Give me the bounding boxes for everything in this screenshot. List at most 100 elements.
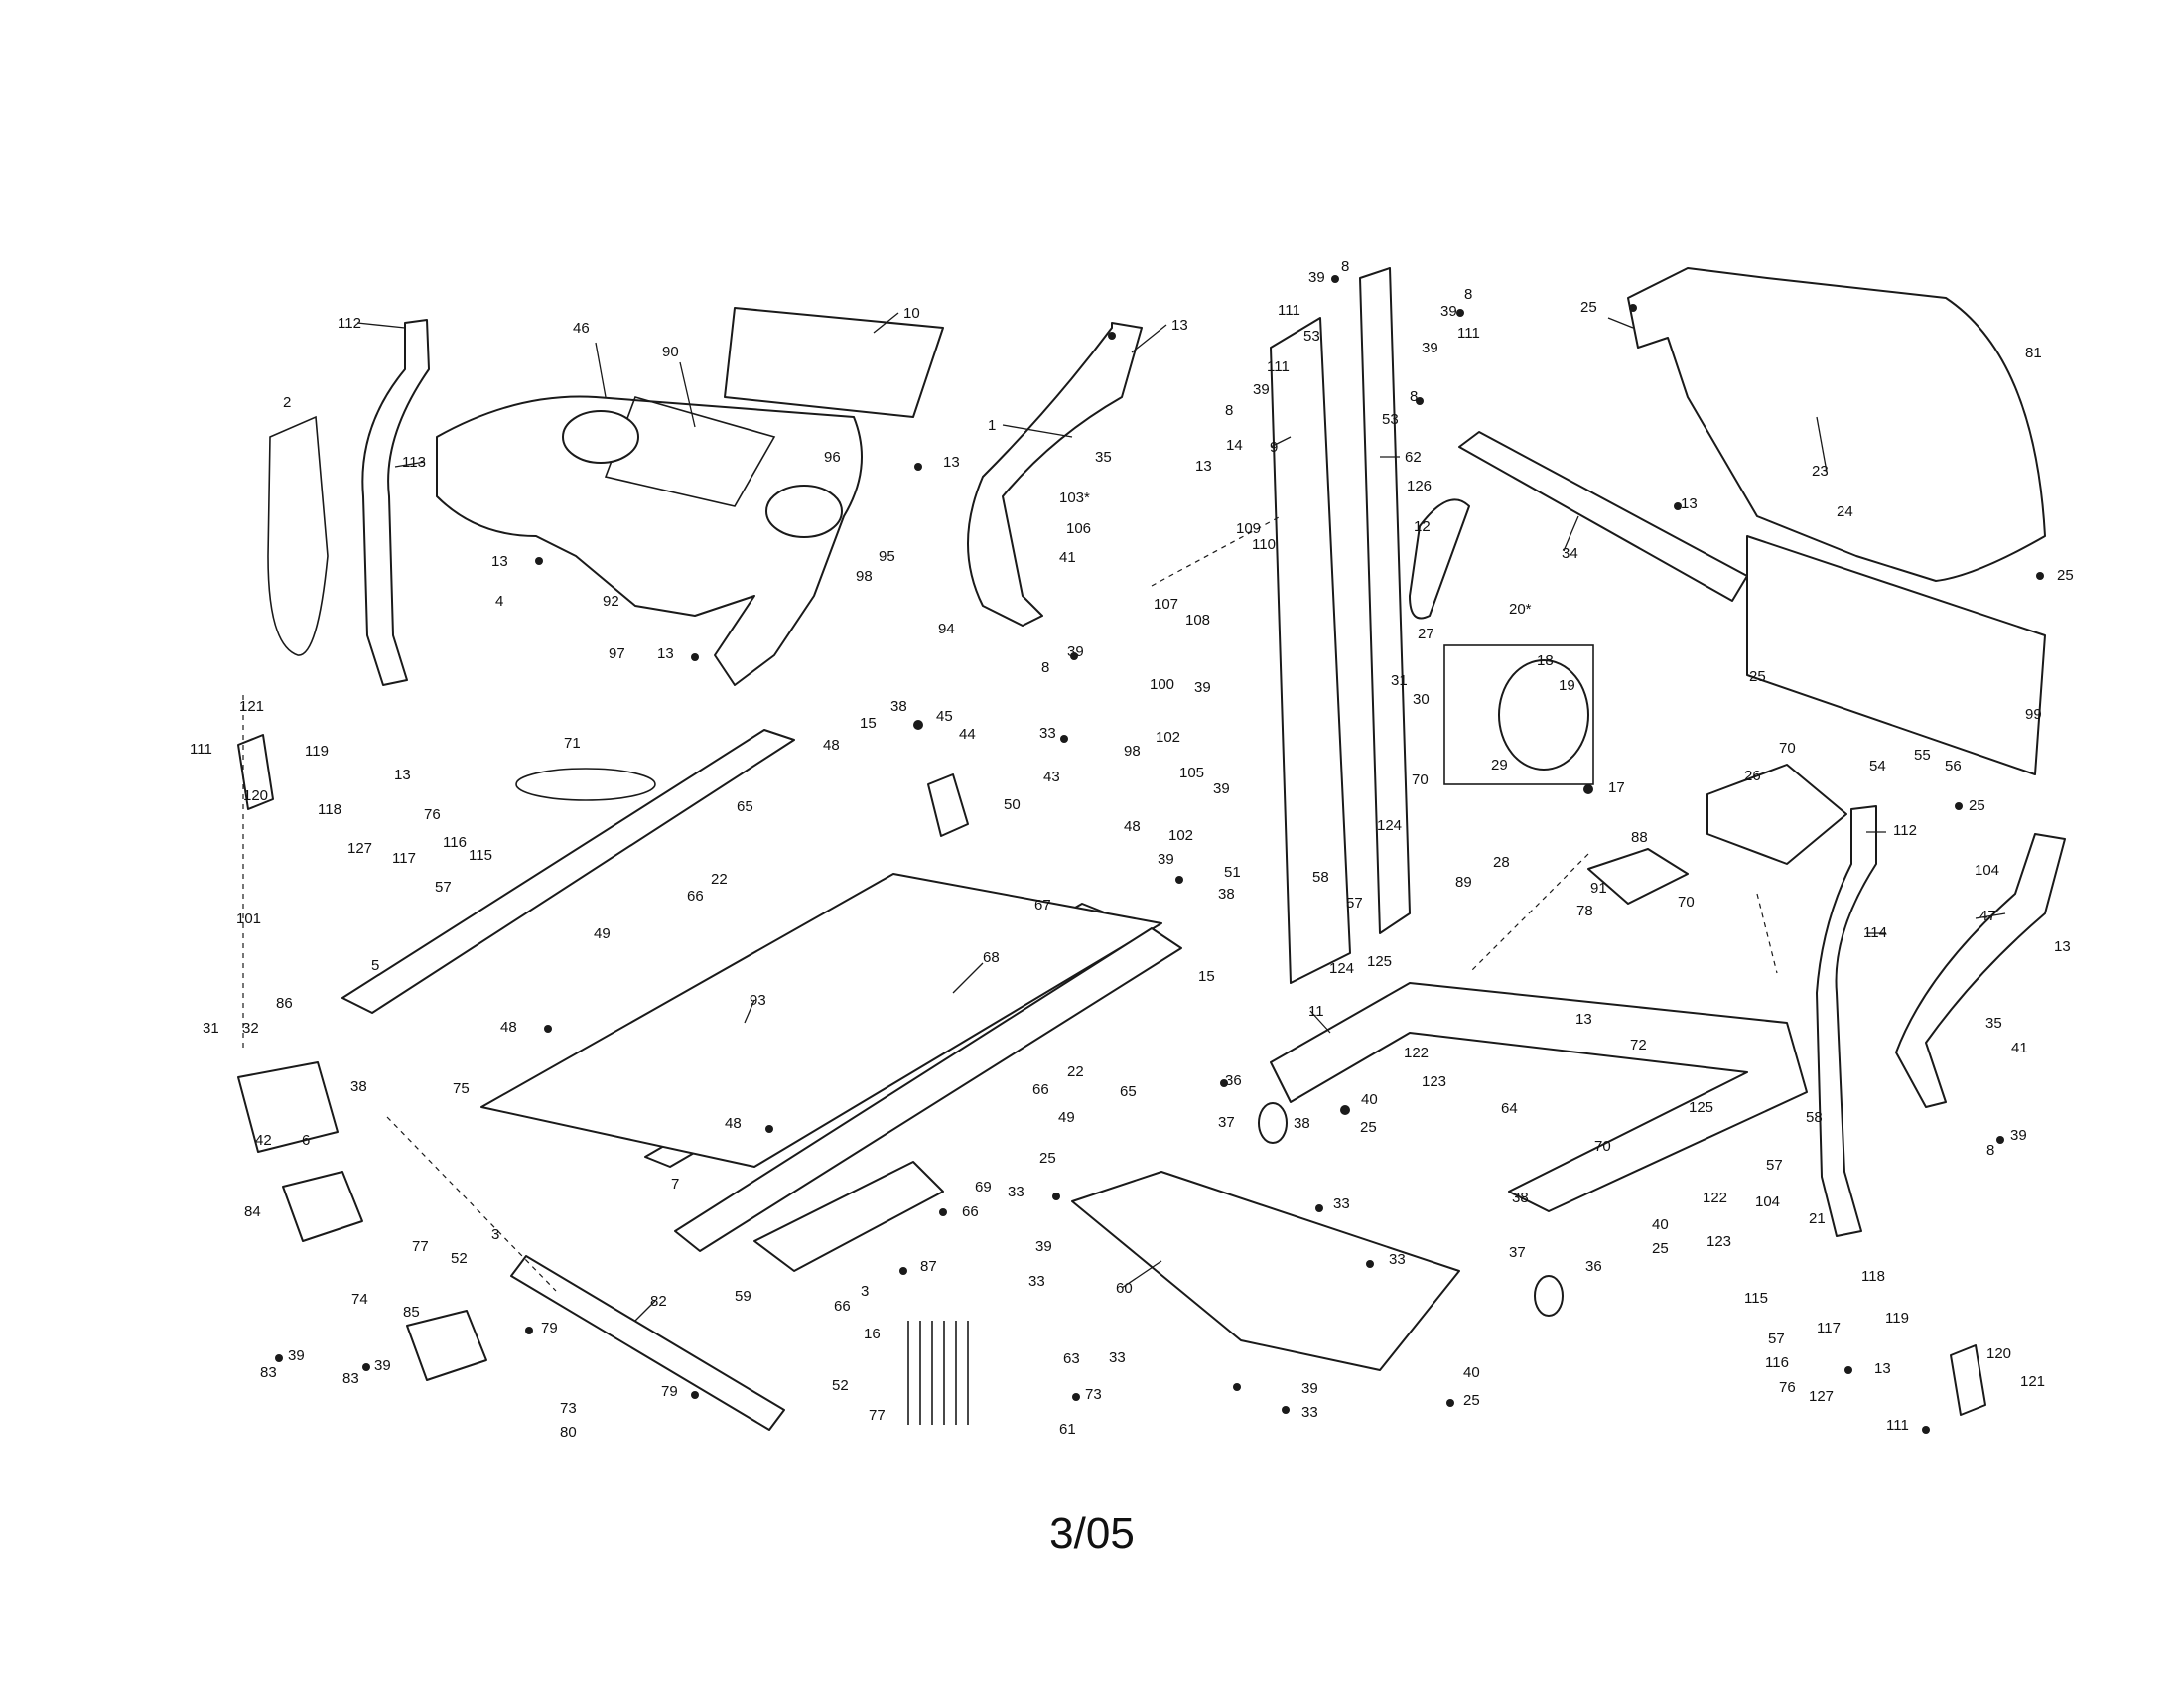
controller-26	[1706, 764, 1847, 865]
callout-39: 39	[1158, 851, 1174, 868]
callout-28: 28	[1493, 854, 1510, 871]
callout-115: 115	[469, 847, 492, 864]
callout-71: 71	[564, 735, 581, 752]
callout-66: 66	[962, 1203, 979, 1220]
main-frame-11	[1270, 982, 1808, 1212]
callout-56: 56	[1945, 758, 1962, 774]
callout-120: 120	[243, 787, 268, 804]
callout-89: 89	[1455, 874, 1472, 891]
callout-48: 48	[725, 1115, 742, 1132]
callout-21: 21	[1809, 1210, 1826, 1227]
callout-13: 13	[491, 553, 508, 570]
cup-holder-left	[562, 410, 639, 464]
callout-118: 118	[318, 801, 341, 818]
right-upright-114	[1816, 805, 1877, 1237]
callout-98: 98	[856, 568, 873, 585]
callout-122: 122	[1703, 1190, 1727, 1206]
callout-8: 8	[1041, 659, 1049, 676]
callout-24: 24	[1837, 503, 1853, 520]
callout-16: 16	[864, 1326, 881, 1342]
callout-39: 39	[374, 1357, 391, 1374]
callout-55: 55	[1914, 747, 1931, 764]
callout-22: 22	[1067, 1063, 1084, 1080]
callout-125: 125	[1367, 953, 1392, 970]
console-base-46	[436, 395, 863, 686]
callout-41: 41	[1059, 549, 1076, 566]
callout-99: 99	[2025, 706, 2042, 723]
callout-8: 8	[1464, 286, 1472, 303]
callout-124: 124	[1377, 817, 1402, 834]
callout-70: 70	[1412, 772, 1429, 788]
callout-37: 37	[1218, 1114, 1235, 1131]
callout-63: 63	[1063, 1350, 1080, 1367]
tie-straps-16	[907, 1321, 969, 1425]
callout-58: 58	[1312, 869, 1329, 886]
callout-78: 78	[1576, 903, 1593, 919]
callout-25: 25	[2057, 567, 2074, 584]
callout-119: 119	[305, 743, 329, 760]
callout-79: 79	[541, 1320, 558, 1336]
callout-49: 49	[1058, 1109, 1075, 1126]
callout-101: 101	[236, 911, 261, 927]
callout-52: 52	[451, 1250, 468, 1267]
callout-25: 25	[1749, 668, 1766, 685]
callout-77: 77	[412, 1238, 429, 1255]
callout-110: 110	[1252, 536, 1276, 553]
callout-84: 84	[244, 1203, 261, 1220]
callout-86: 86	[276, 995, 293, 1012]
callout-26: 26	[1744, 768, 1761, 784]
callout-52: 52	[832, 1377, 849, 1394]
cup-holder-right	[765, 485, 843, 538]
callout-112: 112	[338, 315, 361, 332]
callout-127: 127	[347, 840, 372, 857]
callout-31: 31	[1391, 672, 1408, 689]
callout-25: 25	[1463, 1392, 1480, 1409]
callout-79: 79	[661, 1383, 678, 1400]
callout-57: 57	[1346, 895, 1363, 912]
callout-91: 91	[1590, 880, 1607, 897]
hardware-fasteners	[275, 275, 2044, 1434]
callout-43: 43	[1043, 769, 1060, 785]
callout-4: 4	[495, 593, 503, 610]
callout-104: 104	[1975, 862, 1999, 879]
callout-39: 39	[1213, 780, 1230, 797]
callout-111: 111	[190, 741, 212, 758]
callout-33: 33	[1333, 1195, 1350, 1212]
callout-39: 39	[1194, 679, 1211, 696]
callout-39: 39	[1308, 269, 1325, 286]
callout-76: 76	[1779, 1379, 1796, 1396]
callout-122: 122	[1404, 1045, 1429, 1061]
callout-82: 82	[650, 1293, 667, 1310]
callout-13: 13	[657, 645, 674, 662]
callout-44: 44	[959, 726, 976, 743]
callout-65: 65	[737, 798, 753, 815]
callout-111: 111	[1267, 358, 1290, 375]
callout-8: 8	[1225, 402, 1233, 419]
callout-27: 27	[1418, 626, 1434, 642]
callout-30: 30	[1413, 691, 1430, 708]
callout-37: 37	[1509, 1244, 1526, 1261]
callout-3: 3	[861, 1283, 869, 1300]
callout-96: 96	[824, 449, 841, 466]
callout-113: 113	[402, 454, 426, 471]
drive-roller-50	[927, 773, 969, 837]
hood-bracket-24	[1746, 535, 2046, 775]
callout-50: 50	[1004, 796, 1021, 813]
callout-105: 105	[1179, 765, 1204, 781]
callout-100: 100	[1150, 676, 1174, 693]
callout-5: 5	[371, 957, 379, 974]
guide-line-3	[1756, 893, 1778, 974]
callout-98: 98	[1124, 743, 1141, 760]
upright-62	[1359, 267, 1411, 934]
callout-54: 54	[1869, 758, 1886, 774]
callout-83: 83	[342, 1370, 359, 1387]
callout-38: 38	[350, 1078, 367, 1095]
callout-17: 17	[1608, 779, 1625, 796]
callout-40: 40	[1652, 1216, 1669, 1233]
callout-107: 107	[1154, 596, 1178, 613]
guide-line-5	[1151, 515, 1282, 587]
callout-31: 31	[203, 1020, 219, 1037]
callout-87: 87	[920, 1258, 937, 1275]
callout-126: 126	[1407, 478, 1432, 494]
